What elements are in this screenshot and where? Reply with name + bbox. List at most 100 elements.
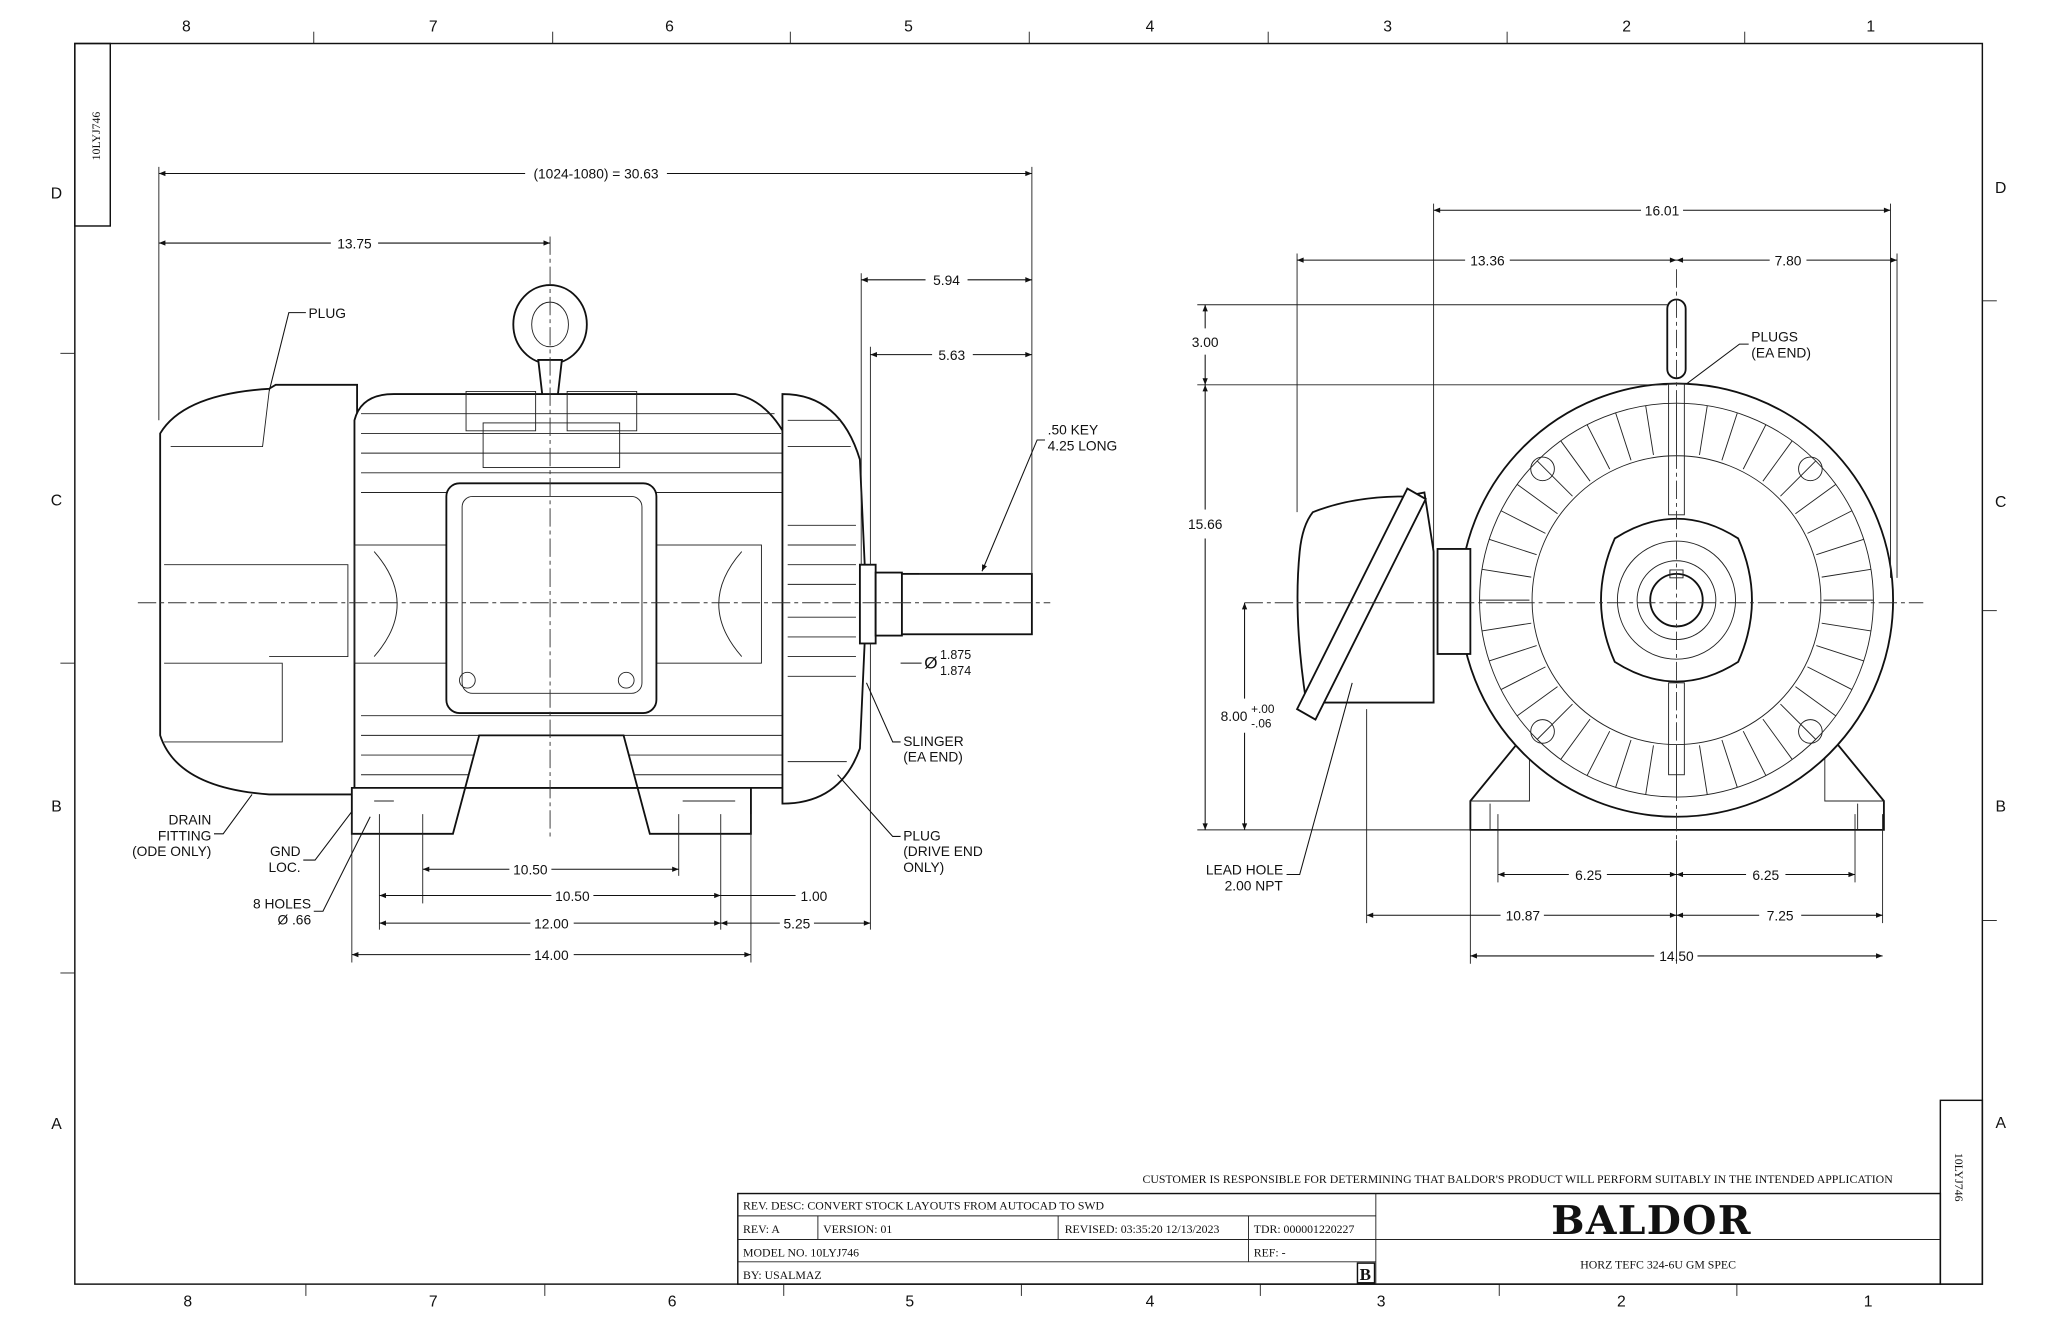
zone-row-label: A <box>1995 1115 2006 1132</box>
cooling-fin <box>1807 510 1853 534</box>
ref: REF: - <box>1254 1246 1286 1260</box>
cooling-fin <box>1821 568 1872 578</box>
callout-drain: FITTING <box>158 828 212 843</box>
zone-col-label: 6 <box>665 19 674 36</box>
callout-plugs: PLUGS <box>1751 330 1798 345</box>
cooling-fin <box>1816 538 1864 556</box>
zone-col-label: 5 <box>904 19 913 36</box>
dim-tolerance: -.06 <box>1251 716 1272 730</box>
dim-label: 5.25 <box>783 916 810 931</box>
cooling-fin <box>1699 405 1708 455</box>
dim-label: 3.00 <box>1192 335 1219 350</box>
callout-holes: Ø .66 <box>277 912 311 927</box>
dim-shaft-diameter: 1.874 <box>940 664 971 678</box>
callout-drain: DRAIN <box>169 813 212 828</box>
rev: REV: A <box>743 1222 780 1236</box>
side-view-motor <box>137 236 1051 841</box>
dim-label: 6.25 <box>1575 868 1602 883</box>
dim-overall-length: (1024-1080) = 30.63 <box>533 167 658 182</box>
dim-label: 7.80 <box>1775 253 1802 268</box>
zone-row-label: B <box>1995 799 2006 816</box>
cooling-fin <box>1481 622 1532 632</box>
cooling-fin <box>1795 686 1837 717</box>
zone-row-label: B <box>51 799 62 816</box>
drawing-description: HORZ TEFC 324-6U GM SPEC <box>1580 1257 1736 1271</box>
cooling-fin <box>1816 645 1864 662</box>
cooling-fin <box>1721 739 1738 788</box>
zone-row-label: C <box>51 493 62 510</box>
cooling-fin <box>1721 412 1738 461</box>
tdr: TDR: 000001220227 <box>1254 1222 1355 1236</box>
dim-shaft-diameter: 1.875 <box>940 648 971 662</box>
callout-plug-drive: PLUG <box>903 828 941 843</box>
cooling-fin <box>1780 703 1817 740</box>
callout-key: 4.25 LONG <box>1048 438 1118 453</box>
disclaimer-note: CUSTOMER IS RESPONSIBLE FOR DETERMINING … <box>1142 1172 1893 1186</box>
version: VERSION: 01 <box>823 1222 892 1236</box>
cooling-fin <box>1615 412 1632 461</box>
callout-plug: PLUG <box>309 306 347 321</box>
dim-label: 8.00 <box>1221 709 1248 724</box>
callout-lead-hole: LEAD HOLE <box>1206 863 1283 878</box>
cooling-fin <box>1560 718 1591 760</box>
sheet-size: B <box>1360 1265 1371 1284</box>
zone-row-label: C <box>1995 494 2006 511</box>
callout-gnd: GND <box>270 844 301 859</box>
callout-holes: 8 HOLES <box>253 897 311 912</box>
cooling-fin <box>1780 460 1817 497</box>
rev-desc: REV. DESC: CONVERT STOCK LAYOUTS FROM AU… <box>743 1198 1104 1212</box>
dim-label: 10.50 <box>555 889 590 904</box>
zone-col-label: 7 <box>429 1293 438 1310</box>
zone-col-label: 8 <box>182 19 191 36</box>
zone-col-label: 1 <box>1866 19 1875 36</box>
cooling-fin <box>1481 568 1532 578</box>
dim-label: 1.00 <box>801 889 828 904</box>
callout-slinger: (EA END) <box>903 750 963 765</box>
zone-col-label: 4 <box>1146 19 1155 36</box>
diameter-symbol: Ø <box>924 653 937 672</box>
dim-label: 14.50 <box>1659 949 1694 964</box>
zone-col-label: 8 <box>183 1293 192 1310</box>
callout-gnd: LOC. <box>268 860 300 875</box>
callout-drain: (ODE ONLY) <box>132 844 211 859</box>
zone-col-label: 5 <box>905 1293 914 1310</box>
callout-plug-drive: (DRIVE END <box>903 844 983 859</box>
zone-col-label: 4 <box>1146 1293 1155 1310</box>
dim-label: 13.75 <box>337 236 372 251</box>
cooling-fin <box>1500 510 1546 534</box>
dim-label: 16.01 <box>1645 203 1679 218</box>
cooling-fin <box>1489 645 1537 662</box>
zone-row-label: D <box>1995 180 2006 197</box>
zone-col-label: 7 <box>429 19 438 36</box>
zone-col-label: 2 <box>1617 1293 1626 1310</box>
cooling-fin <box>1795 484 1837 515</box>
cooling-fin <box>1560 440 1591 482</box>
cooling-fin <box>1742 730 1767 776</box>
title-block: CUSTOMER IS RESPONSIBLE FOR DETERMINING … <box>737 1172 1942 1285</box>
cooling-fin <box>1489 538 1537 556</box>
drawn-by: BY: USALMAZ <box>743 1268 822 1282</box>
dim-tolerance: +.00 <box>1251 702 1275 716</box>
dim-label: 10.87 <box>1506 908 1540 923</box>
cooling-fin <box>1516 484 1558 515</box>
cooling-fin <box>1762 718 1793 760</box>
end-view-dimensions: 16.01 13.36 7.80 3.00 15.66 8.00 +.00 -.… <box>1188 203 1898 964</box>
zone-col-label: 1 <box>1864 1293 1873 1310</box>
cooling-fin <box>1586 424 1611 470</box>
zone-col-label: 3 <box>1383 19 1392 36</box>
cooling-fin <box>1645 405 1654 455</box>
cooling-fin <box>1699 745 1708 795</box>
cooling-fin <box>1645 745 1654 795</box>
cooling-fin <box>1536 703 1573 740</box>
callout-plugs: (EA END) <box>1751 345 1811 360</box>
dim-label: 5.63 <box>938 348 965 363</box>
drawing-number-tab: 10LYJ746 <box>89 112 103 161</box>
side-view-dimensions: (1024-1080) = 30.63 13.75 5.94 5.63 PLUG… <box>132 167 1117 963</box>
zone-row-label: D <box>51 185 62 202</box>
revised: REVISED: 03:35:20 12/13/2023 <box>1065 1222 1220 1236</box>
cooling-fin <box>1500 666 1546 690</box>
cooling-fin <box>1807 666 1853 690</box>
cooling-fin <box>1742 424 1767 470</box>
cooling-fin <box>1536 460 1573 497</box>
